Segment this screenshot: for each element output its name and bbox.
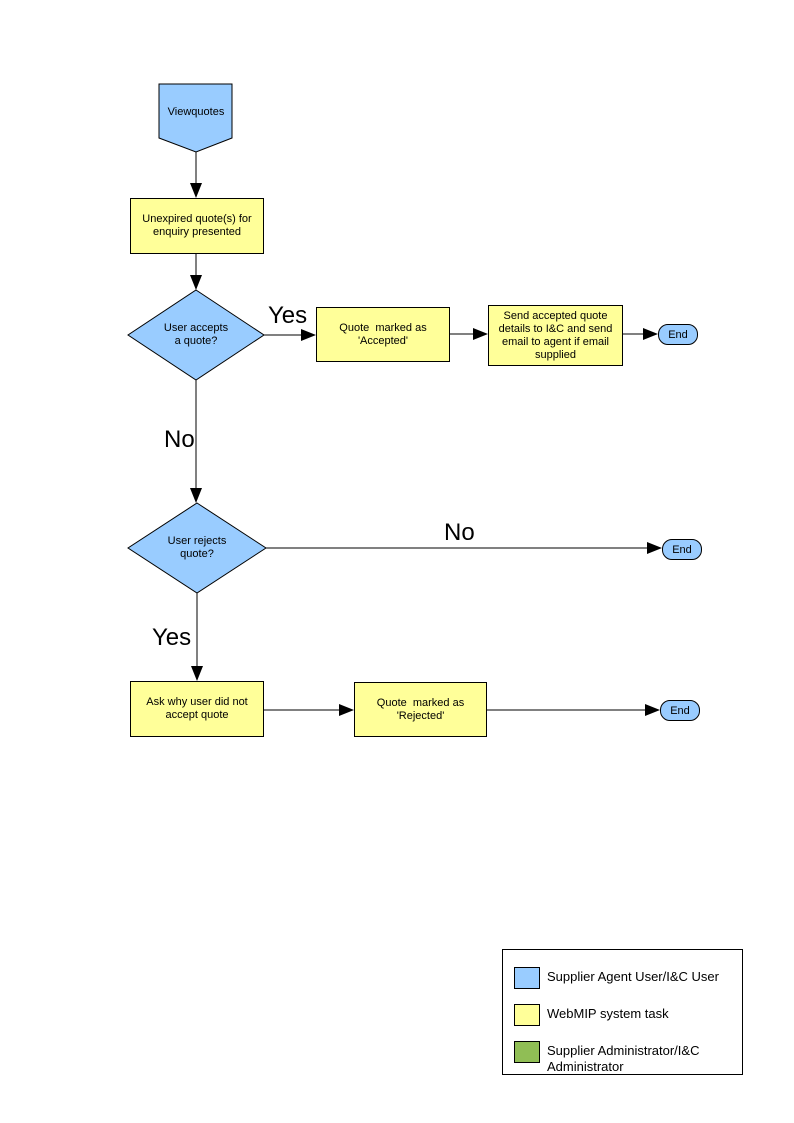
start-pentagon-shape xyxy=(158,83,233,153)
process-unexpired-quotes-text: enquiry presented xyxy=(152,226,242,238)
edge-label-reject-no: No xyxy=(444,519,475,546)
end-node-not-rejected-text: End xyxy=(672,543,692,556)
accept-decision-label: User accepts a quote? xyxy=(136,320,256,350)
edge-label-accept-no: No xyxy=(164,426,195,453)
process-unexpired-quotes-text: Unexpired quote(s) for xyxy=(142,213,252,225)
legend: Supplier Agent User/I&C User WebMIP syst… xyxy=(502,949,743,1075)
legend-item-user: Supplier Agent User/I&C User xyxy=(514,967,742,989)
process-mark-accepted-text: Quote marked as xyxy=(339,321,427,334)
legend-label-admin: Supplier Administrator/I&C Administrator xyxy=(547,1043,700,1074)
start-node-text: Viewquotes xyxy=(167,105,225,118)
reject-decision-text: quote? xyxy=(180,548,214,560)
end-node-rejected-text: End xyxy=(670,704,690,717)
end-node-rejected: End xyxy=(660,700,700,721)
process-ask-why: Ask why user did not accept quote xyxy=(130,681,264,737)
reject-decision-label: User rejects quote? xyxy=(137,533,257,563)
legend-item-admin: Supplier Administrator/I&C Administrator xyxy=(514,1041,742,1075)
process-send-details-text: Send accepted quote xyxy=(503,309,608,322)
start-node-label: Viewquotes xyxy=(146,104,246,120)
process-send-details-text: details to I&C and send xyxy=(498,322,613,335)
legend-swatch-admin-green xyxy=(514,1041,540,1063)
process-ask-why-text: accept quote xyxy=(165,709,229,721)
end-node-accepted: End xyxy=(658,324,698,345)
process-mark-rejected-text: 'Rejected' xyxy=(396,709,445,722)
legend-label-system: WebMIP system task xyxy=(547,1006,669,1021)
process-send-details: Send accepted quote details to I&C and s… xyxy=(488,305,623,366)
end-node-not-rejected: End xyxy=(662,539,702,560)
legend-swatch-user-blue xyxy=(514,967,540,989)
end-node-accepted-text: End xyxy=(668,328,688,341)
process-unexpired-quotes: Unexpired quote(s) for enquiry presented xyxy=(130,198,264,254)
process-mark-accepted-text: 'Accepted' xyxy=(357,334,409,347)
legend-swatch-system-yellow xyxy=(514,1004,540,1026)
process-mark-accepted: Quote marked as 'Accepted' xyxy=(316,307,450,362)
reject-decision-text: User rejects xyxy=(167,535,227,547)
legend-item-system: WebMIP system task xyxy=(514,1004,742,1026)
process-send-details-text: email to agent if email xyxy=(502,335,609,348)
legend-label-user: Supplier Agent User/I&C User xyxy=(547,969,719,984)
edge-label-reject-yes: Yes xyxy=(152,624,192,651)
accept-decision-text: a quote? xyxy=(174,335,218,347)
process-mark-rejected: Quote marked as 'Rejected' xyxy=(354,682,487,737)
accept-decision-text: User accepts xyxy=(163,322,229,334)
edge-label-accept-yes: Yes xyxy=(268,302,308,329)
process-send-details-text: supplied xyxy=(535,348,576,361)
process-ask-why-text: Ask why user did not xyxy=(146,696,248,708)
process-mark-rejected-text: Quote marked as xyxy=(376,696,465,709)
